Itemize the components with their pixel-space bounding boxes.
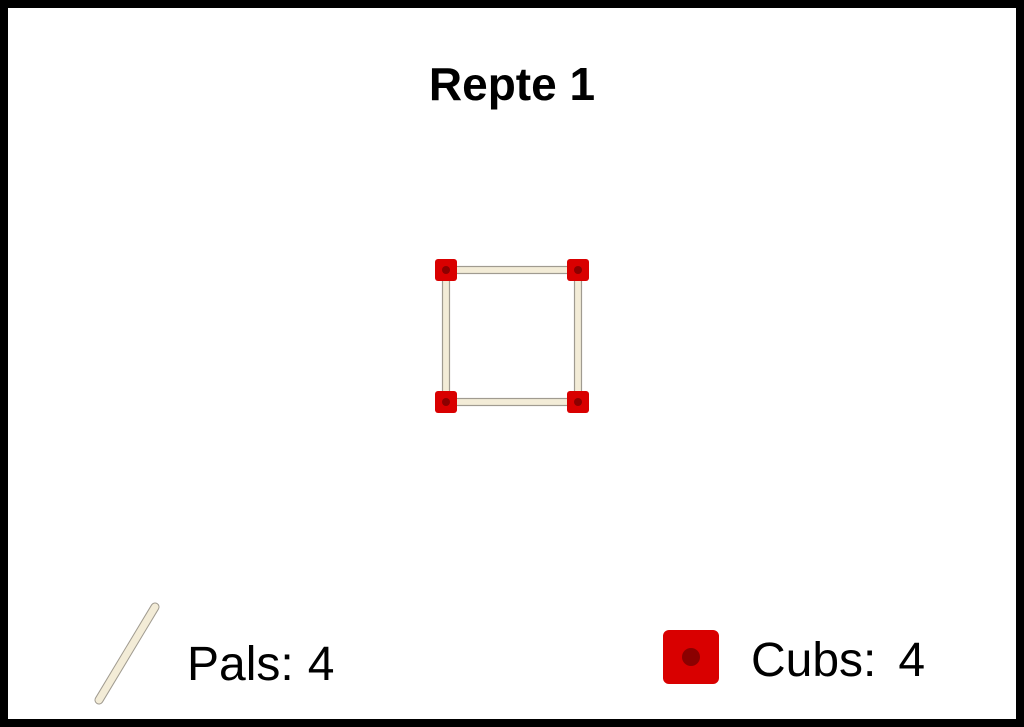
- legend-sticks: Pals: 4: [94, 602, 334, 705]
- matchstick: [445, 397, 579, 407]
- matchstick: [445, 265, 579, 275]
- cube-dot: [574, 266, 582, 274]
- cube-dot: [574, 398, 582, 406]
- matchstick: [441, 269, 451, 403]
- cube-dot: [442, 266, 450, 274]
- matchstick-figure: [435, 259, 589, 413]
- stick-icon: [95, 603, 159, 704]
- cube-dot-icon: [682, 648, 700, 666]
- sticks-label: Pals:: [187, 638, 294, 691]
- matchstick: [573, 269, 583, 403]
- svg-text:Pals:4: Pals: 4: [187, 638, 334, 691]
- legend-cubes: Cubs: 4: [663, 630, 925, 687]
- cubes-label: Cubs:: [751, 634, 876, 687]
- sticks-count: 4: [308, 638, 335, 691]
- cube-dot: [442, 398, 450, 406]
- cubes-count: 4: [898, 634, 925, 687]
- svg-text:Cubs:4: Cubs: 4: [751, 634, 925, 687]
- puzzle-title: Repte 1: [429, 58, 595, 110]
